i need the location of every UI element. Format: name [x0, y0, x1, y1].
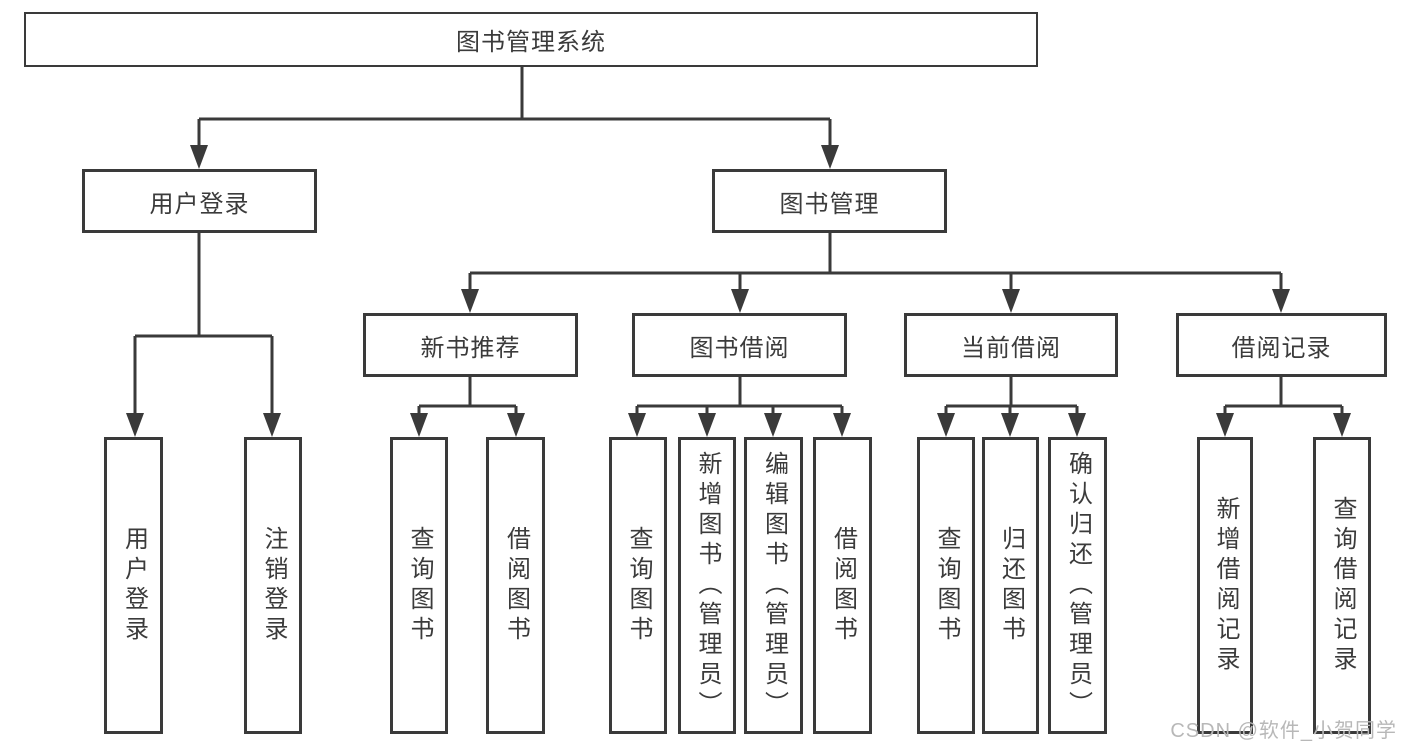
node-label: 用户登录 — [149, 190, 250, 218]
node-label: 借阅记录 — [1231, 334, 1332, 362]
node-label: 查询借阅记录 — [1329, 495, 1356, 676]
node-user-login: 用户登录 — [82, 169, 317, 233]
node-label: 注销登录 — [260, 525, 287, 646]
node-label: 查询图书 — [625, 525, 652, 646]
csdn-watermark: CSDN @软件_小贺同学 — [1170, 720, 1397, 742]
node-label: 编辑图书（管理员） — [760, 450, 788, 721]
node-label: 确认归还（管理员） — [1064, 450, 1092, 721]
leaf-query-books-3: 查询图书 — [917, 437, 975, 734]
node-label: 图书管理系统 — [456, 29, 606, 56]
node-label: 借阅图书 — [829, 525, 857, 646]
leaf-borrow-books-1: 借阅图书 — [486, 437, 545, 734]
node-label: 新增借阅记录 — [1212, 495, 1239, 676]
leaf-add-borrow-record: 新增借阅记录 — [1197, 437, 1253, 734]
node-borrowing-records: 借阅记录 — [1176, 313, 1387, 377]
node-label: 图书借阅 — [689, 334, 790, 362]
leaf-borrow-books-2: 借阅图书 — [813, 437, 872, 734]
leaf-query-books-2: 查询图书 — [609, 437, 667, 734]
leaf-query-borrow-record: 查询借阅记录 — [1313, 437, 1371, 734]
leaf-edit-book-admin: 编辑图书（管理员） — [744, 437, 803, 734]
node-label: 用户登录 — [120, 525, 148, 646]
node-label: 查询图书 — [406, 525, 433, 646]
leaf-confirm-return-admin: 确认归还（管理员） — [1048, 437, 1107, 734]
leaf-query-books-1: 查询图书 — [390, 437, 448, 734]
leaf-logout: 注销登录 — [244, 437, 302, 734]
node-label: 新增图书（管理员） — [694, 450, 721, 721]
node-label: 查询图书 — [933, 525, 960, 646]
node-label: 借阅图书 — [502, 525, 530, 646]
node-library-system: 图书管理系统 — [24, 12, 1038, 67]
node-book-borrowing: 图书借阅 — [632, 313, 847, 377]
leaf-user-login: 用户登录 — [104, 437, 163, 734]
node-book-management: 图书管理 — [712, 169, 947, 233]
node-current-borrowing: 当前借阅 — [904, 313, 1118, 377]
node-label: 当前借阅 — [961, 334, 1061, 362]
node-new-book-recommendation: 新书推荐 — [363, 313, 578, 377]
leaf-return-book: 归还图书 — [982, 437, 1039, 734]
node-label: 归还图书 — [997, 525, 1025, 646]
leaf-add-book-admin: 新增图书（管理员） — [678, 437, 736, 734]
node-label: 新书推荐 — [420, 334, 521, 362]
node-label: 图书管理 — [779, 190, 880, 218]
